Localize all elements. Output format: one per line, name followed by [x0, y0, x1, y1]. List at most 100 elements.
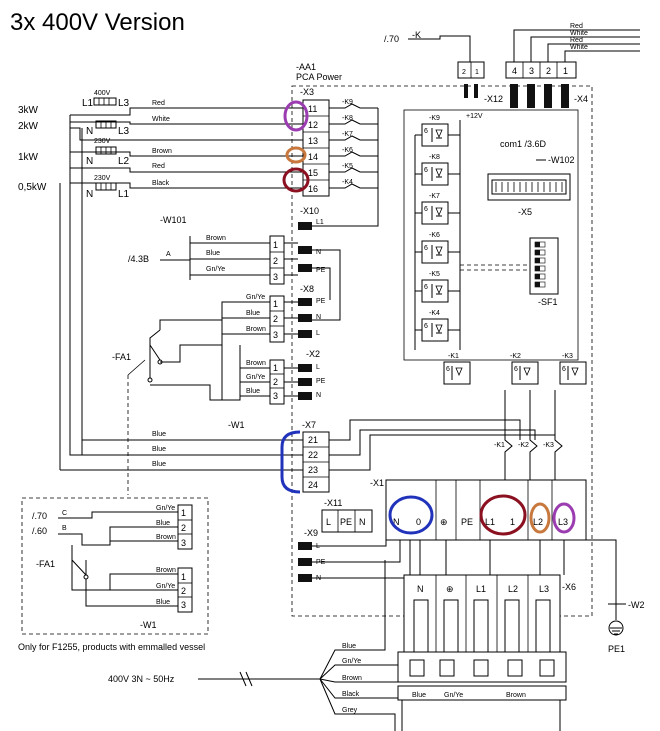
x4-wire-white-2: White — [570, 44, 588, 51]
dip-knob — [535, 242, 540, 247]
k-coil-diode — [523, 367, 531, 377]
dip-knob — [535, 266, 540, 271]
contact-k6: -K6 — [342, 147, 353, 154]
relay-coil: 6 — [415, 162, 460, 186]
block-gnye: Gn/Ye — [444, 692, 463, 699]
relay-pin-6: 6 — [424, 323, 428, 330]
inset-ref-70: /.70 — [32, 511, 47, 521]
pe1-ground-icon — [608, 620, 624, 636]
relay-diode — [435, 246, 443, 256]
aa1-label: -AA1 — [296, 62, 316, 72]
supply-wire-fan — [319, 560, 420, 731]
highlight-darkred-x3 — [282, 167, 310, 193]
inset-bottom-pin-3: 3 — [181, 600, 186, 610]
dip-knob — [535, 250, 540, 255]
inset-bottom-pin-1: 1 — [181, 572, 186, 582]
relay-frame — [403, 109, 579, 361]
x3-wire-red-2: Red — [152, 163, 165, 170]
x12-label: -X12 — [484, 94, 503, 104]
coil-k1: -K1 — [448, 353, 459, 360]
x10-label: -X10 — [300, 206, 319, 216]
relay-k9: -K9 — [429, 115, 440, 122]
inset-top-brown: Brown — [156, 534, 176, 541]
heater-connector-400v — [93, 97, 117, 106]
x3-pin-16: 16 — [308, 184, 318, 194]
k-coil-pin-6: 6 — [562, 366, 566, 373]
x2-plug-2: 2 — [273, 377, 278, 387]
w101-blue: Blue — [206, 250, 220, 257]
relay-coil: 6 — [415, 240, 460, 264]
label-230v-a: 230V — [94, 138, 111, 145]
x1-term-ground: ⊕ — [440, 517, 448, 527]
relay-coil: 6 — [415, 123, 460, 147]
x11-terminal — [321, 509, 373, 533]
highlight-blue-x7 — [280, 430, 301, 494]
fa1-thermostat — [127, 319, 222, 495]
k-coil: 6 — [511, 361, 539, 385]
x2-wire-gnye: Gn/Ye — [246, 374, 265, 381]
k-coil-diode — [455, 367, 463, 377]
x10-pin-l1: L1 — [316, 219, 324, 226]
x4-pin-2: 2 — [546, 66, 551, 76]
power-label-3kw: 3kW — [18, 105, 39, 116]
supply-brown: Brown — [342, 675, 362, 682]
x7-wires — [59, 183, 556, 471]
inset-fa1: -FA1 — [36, 559, 55, 569]
x8-wire-gnye: Gn/Ye — [246, 294, 265, 301]
supply-gnye: Gn/Ye — [342, 658, 361, 665]
k-coil-box — [511, 361, 539, 385]
label-l2: L2 — [118, 156, 130, 167]
x4-pin-1: 1 — [563, 66, 568, 76]
inset-bottom-brown: Brown — [156, 567, 176, 574]
x1-term-l3: L3 — [558, 517, 568, 527]
label-230v-b: 230V — [94, 175, 111, 182]
inset-top-gnye: Gn/Ye — [156, 505, 175, 512]
ref-a: A — [166, 251, 171, 258]
k-coil-diode — [571, 367, 579, 377]
heater-connector-2kw — [95, 120, 117, 129]
w102-label: -W102 — [548, 155, 575, 165]
k-coil-box — [443, 361, 471, 385]
x10-pin-n: N — [316, 249, 321, 256]
x2-label: -X2 — [306, 349, 320, 359]
page-title: 3x 400V Version — [10, 9, 185, 36]
w101-gnye: Gn/Ye — [206, 266, 225, 273]
x12-pin-2: 2 — [462, 69, 466, 76]
x7-wire-blue-1: Blue — [152, 431, 166, 438]
highlight-orange-x3 — [285, 146, 307, 164]
relay-k5: -K5 — [429, 271, 440, 278]
contact-k7: -K7 — [342, 131, 353, 138]
x12-pin-1: 1 — [475, 69, 479, 76]
top-ref-70: /.70 — [384, 34, 399, 44]
x7-wire-blue-2: Blue — [152, 446, 166, 453]
relay-diode — [435, 324, 443, 334]
x6-term-l1: L1 — [476, 584, 486, 594]
supply-label: 400V 3N ~ 50Hz — [108, 674, 175, 684]
x8-plug — [221, 295, 298, 400]
label-n-3: N — [86, 189, 93, 200]
x11-pin-l: L — [326, 517, 331, 527]
inset-box — [21, 497, 209, 635]
x4-wire-red-1: Red — [570, 23, 583, 30]
x8-pin-l: L — [316, 330, 320, 337]
contact-k1: -K1 — [494, 442, 505, 449]
x8-label: -X8 — [300, 284, 314, 294]
x7-label: -X7 — [302, 420, 316, 430]
highlight-purple-x1 — [552, 502, 576, 534]
w101-brown: Brown — [206, 235, 226, 242]
k-coil-box — [559, 361, 587, 385]
inset-b: B — [62, 525, 67, 532]
highlight-darkred-x1 — [479, 494, 527, 536]
x5-connector — [487, 173, 571, 201]
x1-term-1: 1 — [510, 517, 515, 527]
relay-diode — [435, 207, 443, 217]
pe1-label: PE1 — [608, 644, 625, 654]
label-400v: 400V — [94, 90, 111, 97]
x3-wire-red-1: Red — [152, 100, 165, 107]
inset-top-pin-1: 1 — [181, 508, 186, 518]
x8-pin-n: N — [316, 314, 321, 321]
x6-terminal-block — [403, 540, 565, 668]
relay-diode — [435, 129, 443, 139]
